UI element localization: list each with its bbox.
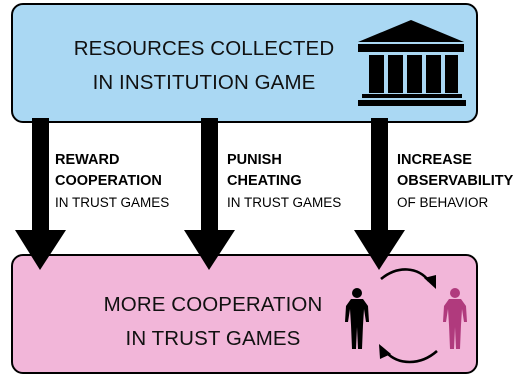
label-reward-cooperation: REWARD COOPERATION IN TRUST GAMES: [55, 150, 169, 213]
label-reward-line1: REWARD: [55, 152, 120, 168]
arrow-reward-cooperation: [15, 118, 66, 270]
institution-game-text: RESOURCES COLLECTED IN INSTITUTION GAME: [44, 32, 364, 100]
arrow-punish-cheating: [184, 118, 235, 270]
label-punish-line2: CHEATING: [227, 173, 302, 189]
institution-building-icon: [358, 20, 466, 106]
trust-games-line1: MORE COOPERATION: [103, 293, 323, 316]
label-reward-line2: COOPERATION: [55, 173, 162, 189]
circular-arrows-icon: [380, 268, 438, 364]
person-magenta-icon: [443, 288, 467, 349]
institution-game-line2: IN INSTITUTION GAME: [92, 71, 316, 94]
label-punish-line1: PUNISH: [227, 152, 282, 168]
institution-game-line1: RESOURCES COLLECTED: [73, 37, 335, 60]
person-black-icon: [345, 288, 369, 349]
arrow-increase-observability: [354, 118, 405, 270]
label-punish-cheating: PUNISH CHEATING IN TRUST GAMES: [227, 150, 341, 213]
label-observability-sub: OF BEHAVIOR: [397, 195, 489, 210]
trust-games-line2: IN TRUST GAMES: [125, 327, 301, 350]
label-observability-line2: OBSERVABILITY: [397, 173, 514, 189]
label-observability-line1: INCREASE: [397, 152, 472, 168]
label-increase-observability: INCREASE OBSERVABILITY OF BEHAVIOR: [397, 150, 513, 213]
trust-games-box: [11, 254, 478, 374]
label-punish-sub: IN TRUST GAMES: [227, 195, 342, 210]
label-reward-sub: IN TRUST GAMES: [55, 195, 170, 210]
trust-games-text: MORE COOPERATION IN TRUST GAMES: [78, 288, 348, 356]
